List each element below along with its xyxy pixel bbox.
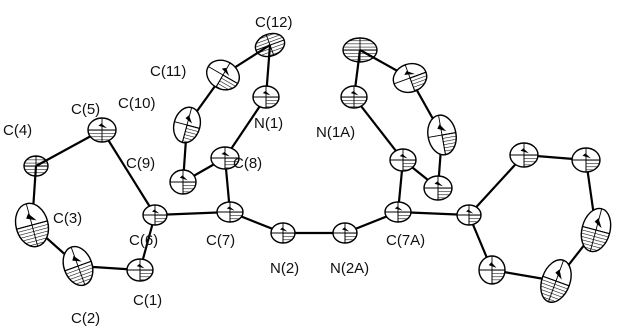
bond-c6a-c5a <box>468 154 525 216</box>
atom-label-n2: N(2) <box>270 260 299 277</box>
atom-ellipsoid-c12 <box>254 32 286 58</box>
atom-label-c9: C(9) <box>126 155 155 172</box>
atom-label-c7: C(7) <box>206 232 235 249</box>
bonds-layer <box>30 44 598 283</box>
atom-label-c2: C(2) <box>71 310 100 326</box>
atom-label-c4: C(4) <box>3 122 32 139</box>
atom-ellipsoid-c1 <box>126 258 154 282</box>
atom-label-c5: C(5) <box>71 101 100 118</box>
atom-ellipsoid-c10 <box>172 106 202 144</box>
atom-ellipsoid-c9 <box>169 169 197 195</box>
atom-label-c10: C(10) <box>118 95 156 112</box>
atom-ellipsoid-n2a <box>332 222 358 244</box>
atom-ellipsoid-c8 <box>210 146 240 170</box>
atoms-layer <box>14 32 612 303</box>
atom-ellipsoid-c2a <box>540 259 572 303</box>
atom-ellipsoid-c12a <box>342 37 378 63</box>
atom-ellipsoid-c5 <box>87 117 117 143</box>
atom-ellipsoid-c8a <box>389 148 417 172</box>
atom-ellipsoid-c11a <box>392 62 428 94</box>
atom-ellipsoid-c3 <box>14 202 50 248</box>
atom-label-n2a: N(2A) <box>330 260 369 277</box>
atom-ellipsoid-c3a <box>580 207 612 253</box>
bond-c8a-n1a <box>353 96 404 161</box>
atom-ellipsoid-c6 <box>142 204 168 226</box>
atom-ellipsoid-c5a <box>509 142 539 168</box>
atom-ellipsoid-c4 <box>23 155 49 177</box>
atom-label-c1: C(1) <box>133 292 162 309</box>
atom-label-c6: C(6) <box>129 232 158 249</box>
atom-ellipsoid-c4a <box>571 147 601 173</box>
atom-label-c8: C(8) <box>233 155 262 172</box>
atom-label-c7a: C(7A) <box>386 232 425 249</box>
atom-ellipsoid-n1 <box>252 85 280 109</box>
atom-label-c12: C(12) <box>255 14 293 31</box>
bond-c5-c6 <box>101 129 156 216</box>
atom-label-c3: C(3) <box>53 210 82 227</box>
atom-label-n1: N(1) <box>254 115 283 132</box>
atom-ellipsoid-c11 <box>205 59 241 91</box>
atom-label-n1a: N(1A) <box>316 124 355 141</box>
atom-ellipsoid-c1a <box>478 255 506 285</box>
atom-ellipsoid-n1a <box>340 85 368 109</box>
labels-layer: C(12) C(11) C(10) C(5) C(4) N(1) N(1A) C(9) C(8)… <box>3 14 425 327</box>
atom-ellipsoid-c10a <box>427 114 457 156</box>
atom-ellipsoid-c7a <box>384 201 412 223</box>
atom-ellipsoid-c9a <box>423 175 453 201</box>
atom-ellipsoid-c2 <box>62 245 94 287</box>
atom-label-c11: C(11) <box>150 63 186 80</box>
atom-ellipsoid-n2 <box>270 222 296 244</box>
atom-ellipsoid-c6a <box>456 204 482 226</box>
atom-ellipsoid-c7 <box>216 201 244 223</box>
